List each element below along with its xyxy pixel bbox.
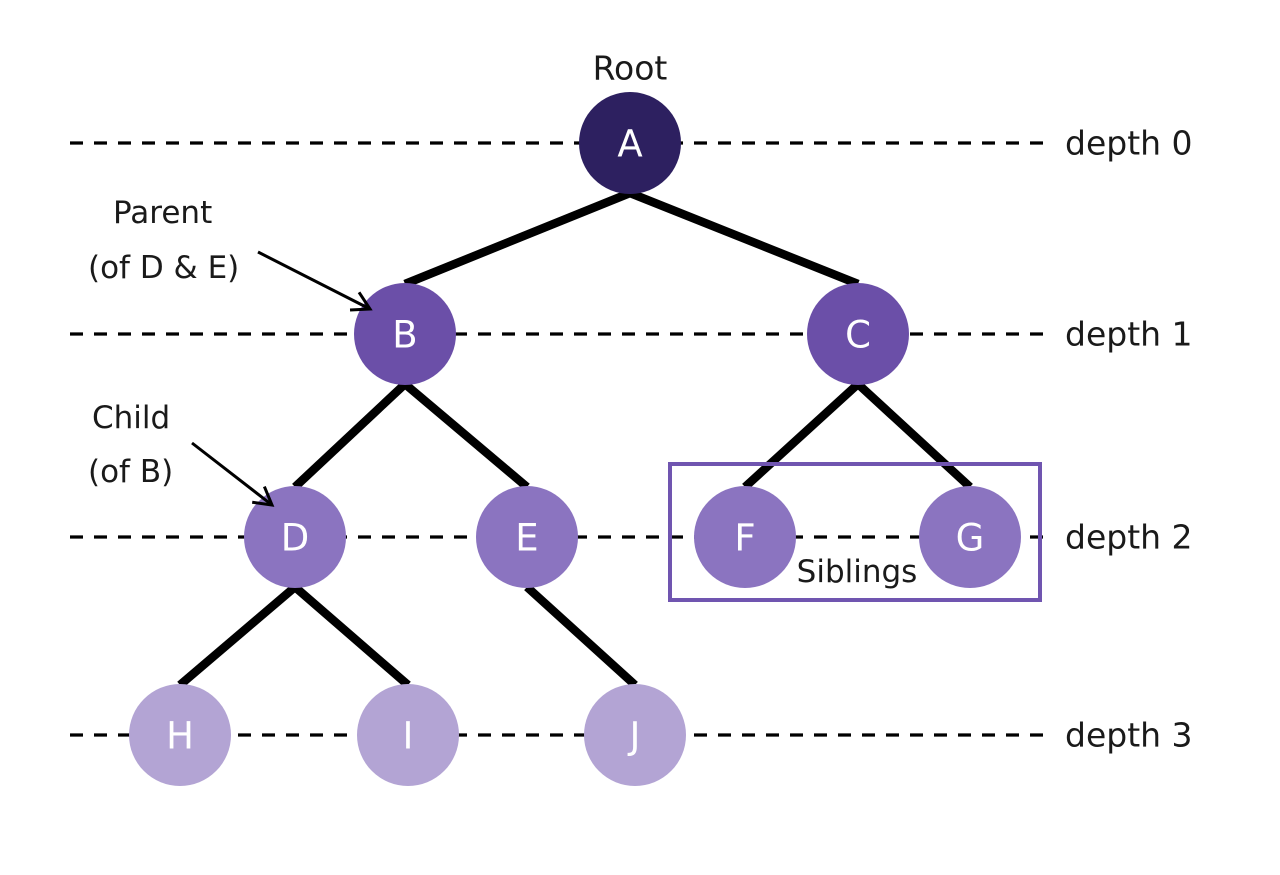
node-label-h: H: [166, 715, 194, 758]
depth-label-depth-3: depth 3: [1065, 716, 1193, 755]
tree-node-c[interactable]: C: [807, 283, 909, 385]
node-label-f: F: [734, 517, 755, 560]
node-circle-d[interactable]: [244, 486, 346, 588]
annotation-parent-arrow-shaft: [257, 250, 371, 311]
node-circle-i[interactable]: [357, 684, 459, 786]
annotation-parent: Parent (of D & E): [88, 195, 373, 312]
annotation-parent-line1: Parent: [113, 195, 212, 231]
depth-label-depth-1: depth 1: [1065, 315, 1193, 354]
tree-node-i[interactable]: I: [357, 684, 459, 786]
node-circle-g[interactable]: [919, 486, 1021, 588]
tree-node-h[interactable]: H: [129, 684, 231, 786]
tree-edges-group: [177, 189, 973, 689]
tree-node-b[interactable]: B: [354, 283, 456, 385]
tree-edge-d-i: [292, 583, 411, 689]
tree-edge-c-f: [742, 380, 861, 491]
node-circle-f[interactable]: [694, 486, 796, 588]
tree-edge-a-b: [403, 189, 632, 288]
tree-node-j[interactable]: J: [584, 684, 686, 786]
node-label-a: A: [617, 123, 642, 166]
annotation-child-line1: Child: [92, 400, 170, 436]
tree-node-g[interactable]: G: [919, 486, 1021, 588]
siblings-group-label: Siblings: [797, 554, 918, 590]
annotations-group: Parent (of D & E) Child (of B): [88, 195, 373, 507]
node-label-d: D: [281, 517, 310, 560]
depth-lines-group: depth 0 depth 1 depth 2 depth 3: [70, 124, 1193, 755]
node-label-i: I: [403, 715, 414, 758]
tree-nodes-group: A B C D E F G H I J: [129, 92, 1021, 786]
node-circle-c[interactable]: [807, 283, 909, 385]
tree-node-d[interactable]: D: [244, 486, 346, 588]
tree-node-a[interactable]: A: [579, 92, 681, 194]
tree-edge-c-g: [855, 380, 973, 491]
depth-label-depth-0: depth 0: [1065, 124, 1193, 163]
siblings-group-box: [668, 462, 1042, 602]
node-label-g: G: [956, 517, 985, 560]
root-caption-label: Root: [593, 49, 668, 88]
annotation-parent-arrow-head: [349, 291, 373, 312]
node-circle-e[interactable]: [476, 486, 578, 588]
siblings-group-box-layer: [668, 462, 1042, 602]
tree-edge-b-d: [292, 380, 408, 491]
depth-label-depth-2: depth 2: [1065, 518, 1193, 557]
node-circle-a[interactable]: [579, 92, 681, 194]
node-label-j: J: [628, 715, 641, 758]
tree-node-f[interactable]: F: [694, 486, 796, 588]
node-label-e: E: [515, 517, 538, 560]
captions-group: Siblings Root: [593, 49, 918, 591]
node-circle-b[interactable]: [354, 283, 456, 385]
annotation-child: Child (of B): [88, 400, 275, 507]
node-circle-j[interactable]: [584, 684, 686, 786]
node-circle-h[interactable]: [129, 684, 231, 786]
tree-edge-d-h: [177, 583, 298, 689]
annotation-parent-line2: (of D & E): [88, 250, 239, 286]
tree-node-e[interactable]: E: [476, 486, 578, 588]
tree-edge-a-c: [628, 189, 860, 288]
tree-edge-e-j: [524, 583, 638, 689]
annotation-child-arrow-shaft: [191, 441, 273, 507]
node-label-b: B: [392, 314, 417, 357]
annotation-child-arrow-head: [251, 485, 275, 507]
node-label-c: C: [845, 314, 871, 357]
tree-edge-b-e: [402, 380, 530, 491]
annotation-child-line2: (of B): [88, 454, 173, 490]
